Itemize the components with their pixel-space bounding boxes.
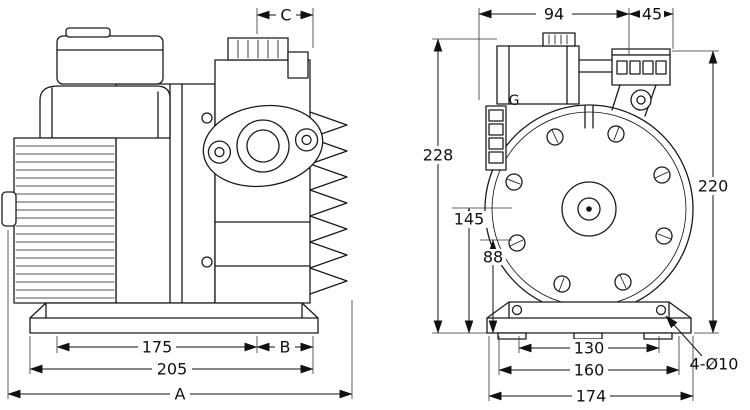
port-label-g: G — [509, 93, 520, 109]
dim-label-174: 174 — [576, 387, 607, 406]
motor-fins — [13, 137, 117, 304]
front-view — [484, 32, 694, 340]
dim-label-160: 160 — [574, 361, 605, 380]
dim-label-b: B — [280, 338, 291, 357]
dim-label-175: 175 — [142, 338, 173, 357]
dim-label-130: 130 — [574, 339, 605, 358]
dim-label-holes: 4-Ø10 — [690, 355, 739, 374]
dim-label-a: A — [175, 385, 186, 404]
dim-label-c: C — [280, 6, 291, 25]
terminal-box-front — [496, 45, 580, 105]
holes-leader-line — [665, 315, 703, 357]
dim-label-88: 88 — [483, 248, 503, 267]
dim-label-94: 94 — [544, 5, 564, 24]
dim-label-45: 45 — [642, 5, 662, 24]
dim-label-205: 205 — [157, 360, 188, 379]
mounting-hole — [655, 304, 667, 316]
mounting-hole — [511, 304, 523, 316]
dim-label-220: 220 — [698, 177, 729, 196]
cover-bolts — [505, 125, 673, 293]
terminal-strip — [611, 54, 671, 86]
dimension-annotations: C 175 B 205 A 94 45 228 145 88 220 130 1… — [7, 5, 739, 406]
terminal-box-side — [56, 35, 164, 85]
dim-label-145: 145 — [454, 210, 485, 229]
side-view — [1, 27, 348, 334]
dim-label-228: 228 — [423, 146, 454, 165]
flange — [202, 104, 324, 188]
